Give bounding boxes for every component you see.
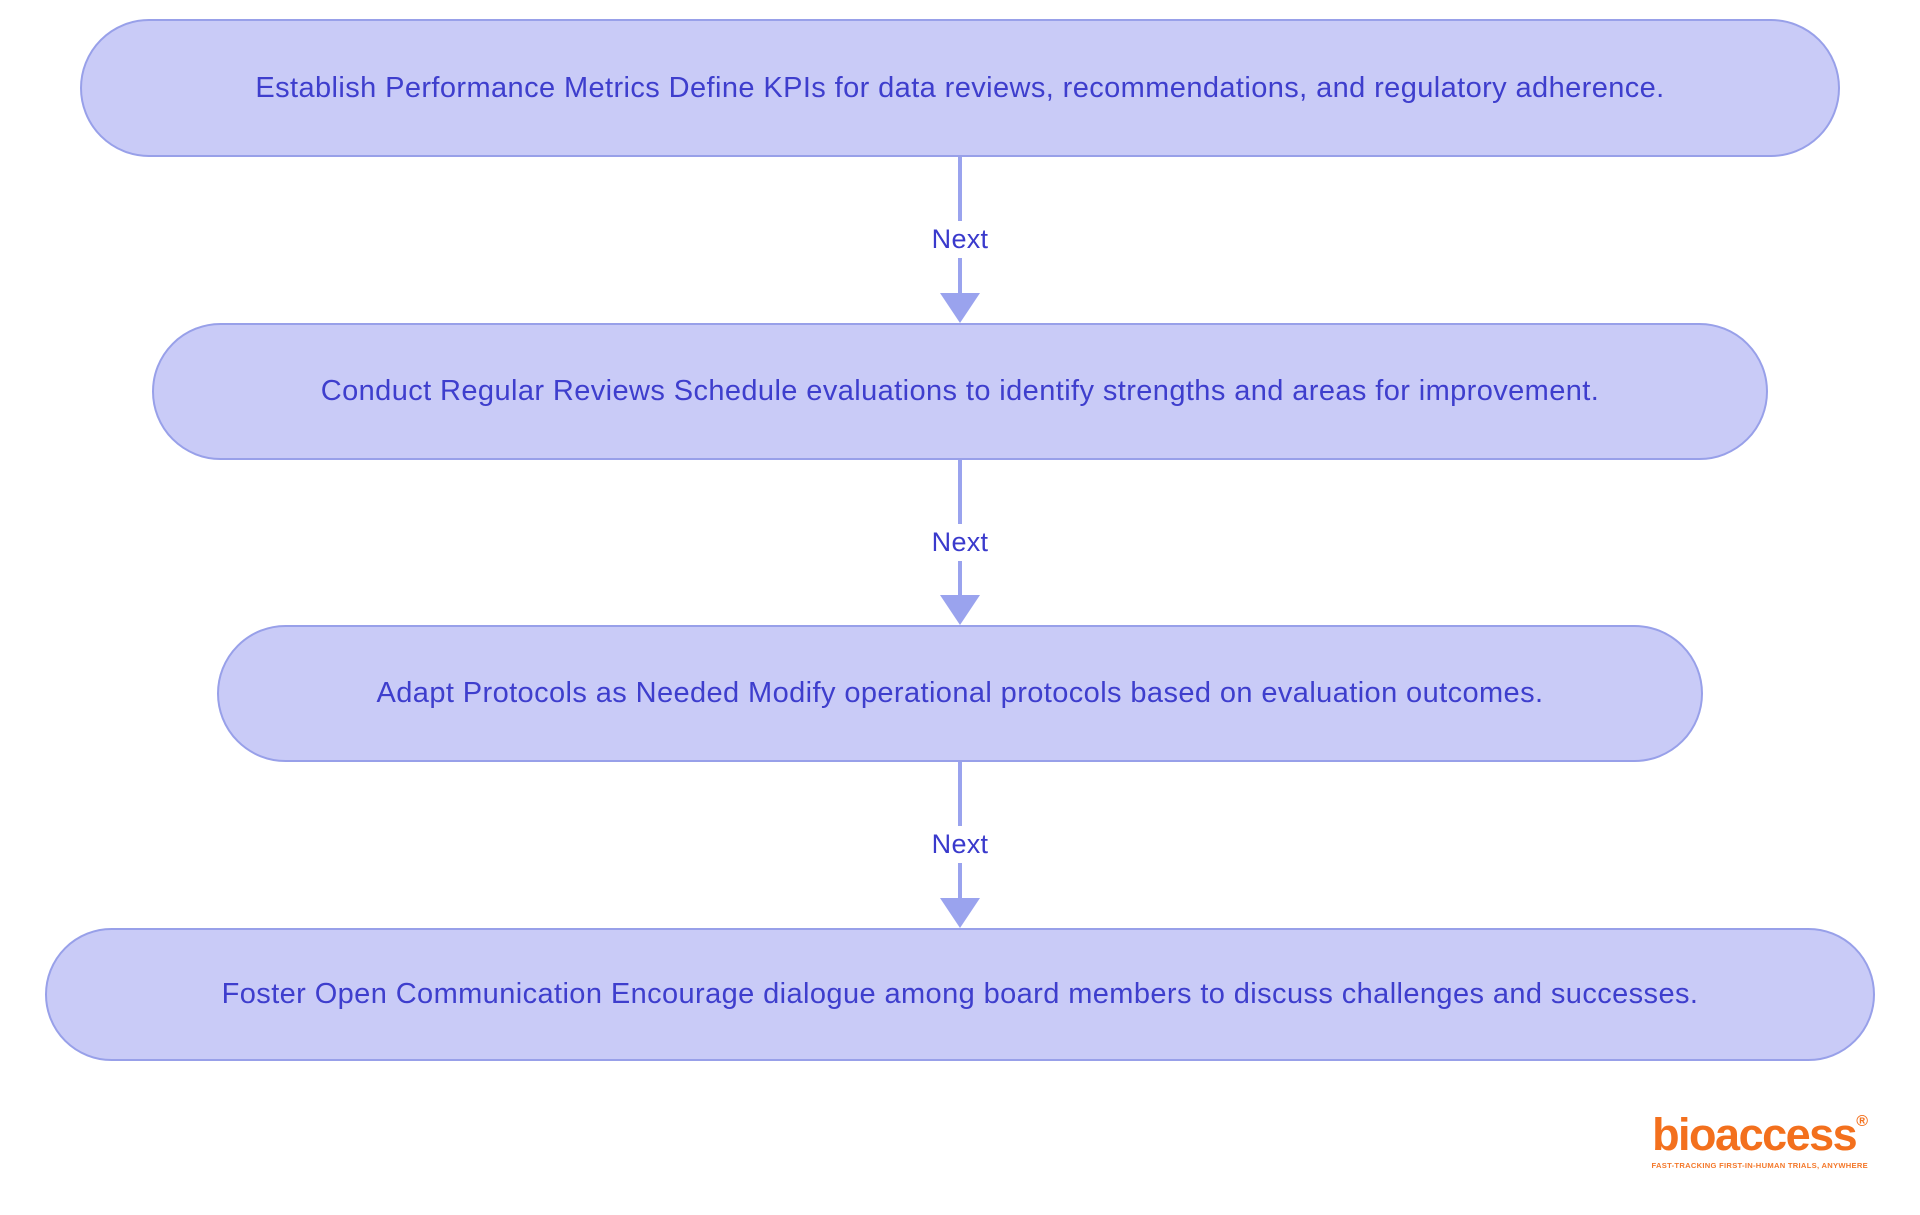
connector-line-icon: [958, 157, 962, 221]
connector-line-icon: [958, 258, 962, 293]
arrowhead-down-icon: [940, 595, 980, 625]
registered-trademark-icon: ®: [1856, 1113, 1868, 1130]
connector-line-icon: [958, 762, 962, 826]
arrowhead-down-icon: [940, 293, 980, 323]
arrowhead-down-icon: [940, 898, 980, 928]
flow-node-text: Conduct Regular Reviews Schedule evaluat…: [320, 375, 1600, 408]
bioaccess-wordmark: bioaccess®: [1652, 1109, 1868, 1160]
bioaccess-tagline: FAST-TRACKING FIRST-IN-HUMAN TRIALS, ANY…: [1651, 1161, 1868, 1170]
flow-node-text: Adapt Protocols as Needed Modify operati…: [376, 677, 1544, 710]
flow-node-adapt-protocols: Adapt Protocols as Needed Modify operati…: [217, 625, 1703, 762]
flow-node-regular-reviews: Conduct Regular Reviews Schedule evaluat…: [152, 323, 1768, 460]
connector-arrow-1: Next: [910, 157, 1010, 323]
connector-label: Next: [931, 829, 989, 859]
flow-node-establish-metrics: Establish Performance Metrics Define KPI…: [80, 19, 1840, 157]
bioaccess-wordmark-text: bioaccess: [1652, 1109, 1858, 1160]
connector-arrow-3: Next: [910, 762, 1010, 928]
bioaccess-logo: bioaccess® FAST-TRACKING FIRST-IN-HUMAN …: [1652, 1112, 1869, 1170]
flow-node-open-communication: Foster Open Communication Encourage dial…: [45, 928, 1875, 1061]
connector-label: Next: [931, 224, 989, 254]
connector-arrow-2: Next: [910, 460, 1010, 625]
flow-node-text: Establish Performance Metrics Define KPI…: [255, 71, 1665, 104]
flow-node-text: Foster Open Communication Encourage dial…: [221, 978, 1699, 1011]
connector-line-icon: [958, 561, 962, 595]
connector-label: Next: [931, 527, 989, 557]
connector-line-icon: [958, 863, 962, 898]
connector-line-icon: [958, 460, 962, 524]
